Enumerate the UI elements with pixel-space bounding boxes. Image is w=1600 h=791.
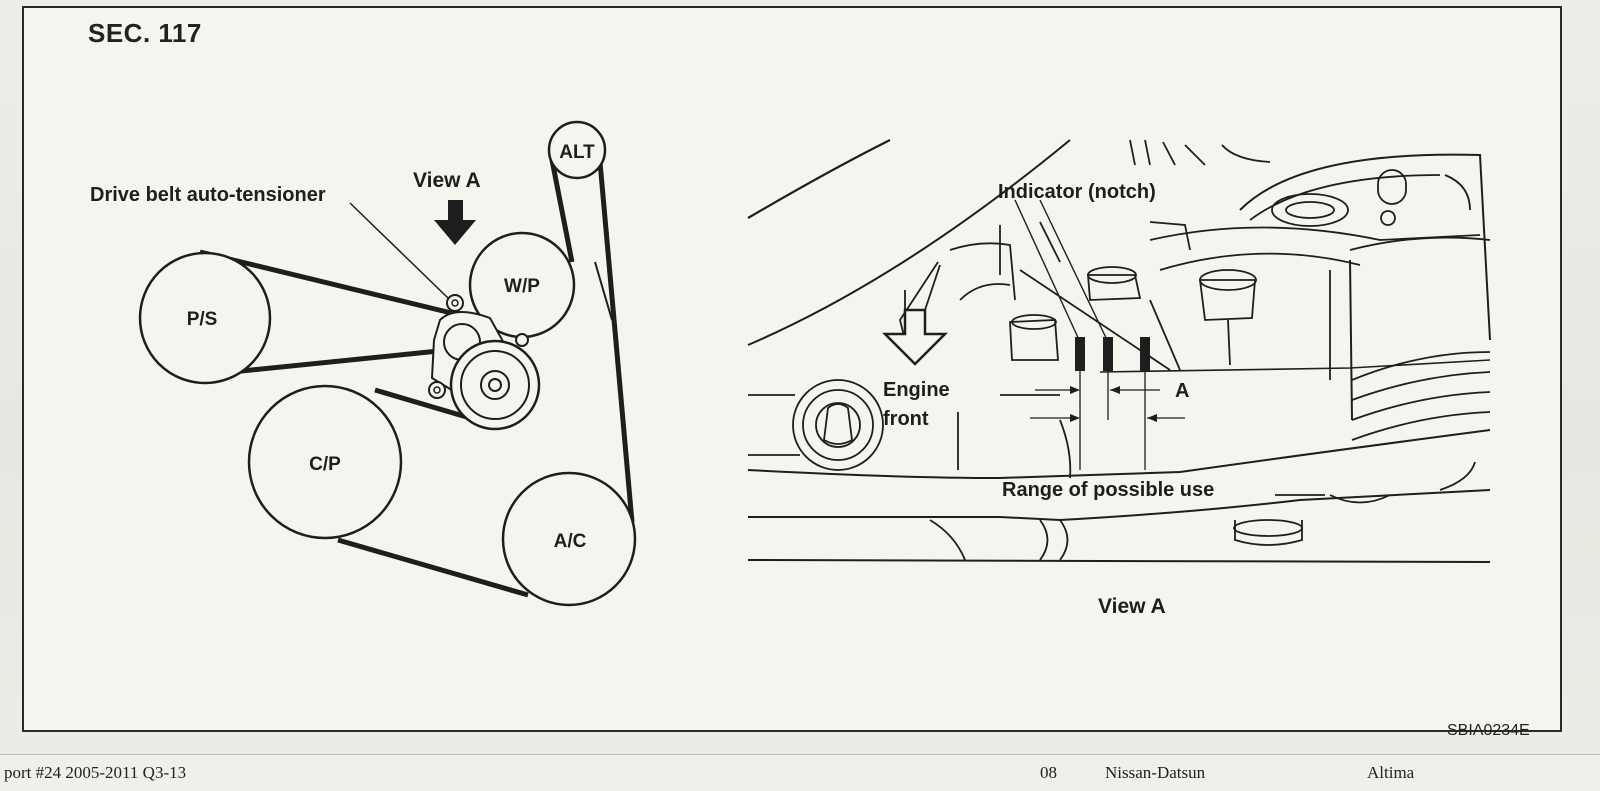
alt-label: ALT: [559, 142, 595, 163]
auto-tensioner-assembly: [428, 294, 541, 431]
ps-label: P/S: [187, 309, 218, 330]
footer-report-id: port #24 2005-2011 Q3-13: [4, 763, 187, 782]
belt-cp-ac: [337, 537, 529, 598]
ps-pulley: [138, 251, 272, 385]
engine-front-label-line1: Engine: [883, 379, 950, 401]
engine-front-arrow-icon: [881, 308, 949, 366]
view-a-detail-diagram: [747, 139, 1491, 563]
tensioner-leader-line: [349, 202, 449, 299]
view-a-caption: View A: [1098, 595, 1166, 618]
indicator-notch-3: [1140, 337, 1150, 371]
indicator-notch-1: [1075, 337, 1085, 371]
footer-model: Altima: [1367, 763, 1415, 782]
tensioner-label: Drive belt auto-tensioner: [90, 184, 326, 206]
indicator-label: Indicator (notch): [998, 181, 1156, 203]
footer-make: Nissan-Datsun: [1105, 763, 1206, 782]
indicator-notch-2: [1103, 337, 1113, 371]
idler-pulley: [449, 339, 541, 431]
cp-label: C/P: [309, 454, 341, 475]
belt-routing-diagram: [138, 120, 637, 607]
engine-front-label-line2: front: [883, 408, 929, 430]
belt-alt-ac: [597, 161, 635, 523]
view-a-label-left: View A: [413, 169, 481, 192]
cp-pulley: [247, 384, 403, 540]
footer-bar: port #24 2005-2011 Q3-13 08 Nissan-Datsu…: [0, 754, 1600, 791]
belt-cp-idler: [374, 387, 471, 421]
belt-alt-wp: [549, 159, 575, 263]
footer-code: 08: [1040, 763, 1057, 782]
dimension-a-label: A: [1175, 380, 1189, 402]
view-a-arrow-icon: [434, 200, 476, 245]
ac-label: A/C: [554, 531, 587, 552]
section-title: SEC. 117: [88, 18, 202, 48]
wp-label: W/P: [504, 276, 540, 297]
range-of-use-label: Range of possible use: [1002, 479, 1214, 501]
belt-ps-tensioner: [199, 249, 473, 321]
belt-ps-idler: [231, 345, 469, 375]
ac-pulley: [501, 471, 637, 607]
figure-code: SBIA0234E: [1447, 722, 1530, 739]
alt-pulley: [547, 120, 607, 180]
belt-diagram-illustration: Drive belt auto-tensioner View A ALT W/P…: [90, 120, 1491, 618]
